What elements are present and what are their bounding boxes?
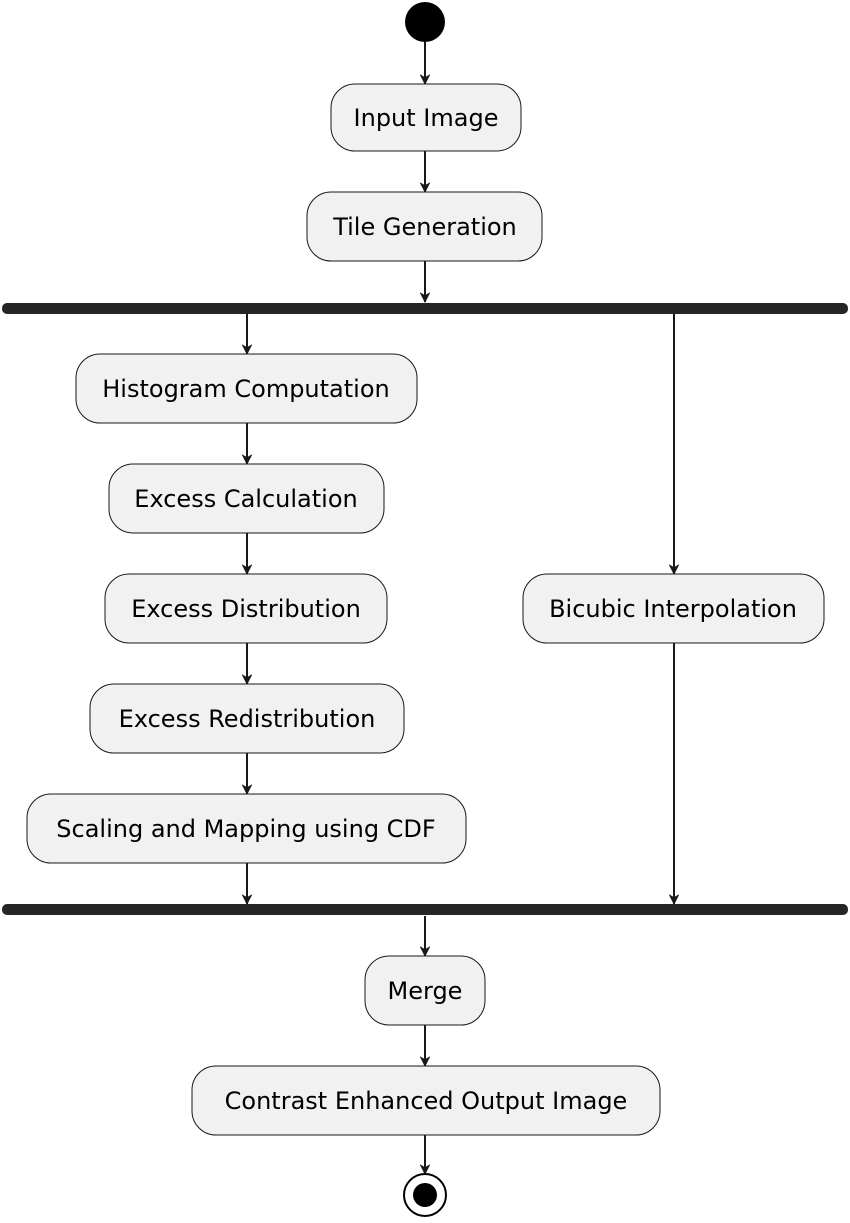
node-bicubic-interpolation: Bicubic Interpolation [522, 573, 825, 644]
node-merge: Merge [364, 955, 486, 1026]
node-output-image: Contrast Enhanced Output Image [191, 1065, 661, 1136]
node-bicubic-interpolation-label: Bicubic Interpolation [549, 595, 797, 623]
node-excess-redistribution: Excess Redistribution [89, 683, 405, 754]
start-node [405, 2, 445, 42]
node-histogram-computation-label: Histogram Computation [102, 375, 389, 403]
node-input-image-label: Input Image [354, 104, 499, 132]
node-tile-generation-label: Tile Generation [332, 213, 517, 241]
node-scaling-mapping-label: Scaling and Mapping using CDF [56, 815, 435, 843]
node-output-image-label: Contrast Enhanced Output Image [225, 1087, 628, 1115]
join-bar [2, 904, 848, 915]
node-merge-label: Merge [388, 977, 463, 1005]
node-excess-distribution-label: Excess Distribution [131, 595, 361, 623]
node-tile-generation: Tile Generation [306, 191, 543, 262]
node-histogram-computation: Histogram Computation [75, 353, 418, 424]
end-node [403, 1173, 447, 1217]
fork-bar [2, 303, 848, 314]
node-excess-calculation: Excess Calculation [108, 463, 385, 534]
node-excess-redistribution-label: Excess Redistribution [119, 705, 376, 733]
node-scaling-mapping: Scaling and Mapping using CDF [26, 793, 467, 864]
node-excess-distribution: Excess Distribution [104, 573, 388, 644]
node-excess-calculation-label: Excess Calculation [134, 485, 357, 513]
node-input-image: Input Image [330, 83, 522, 152]
